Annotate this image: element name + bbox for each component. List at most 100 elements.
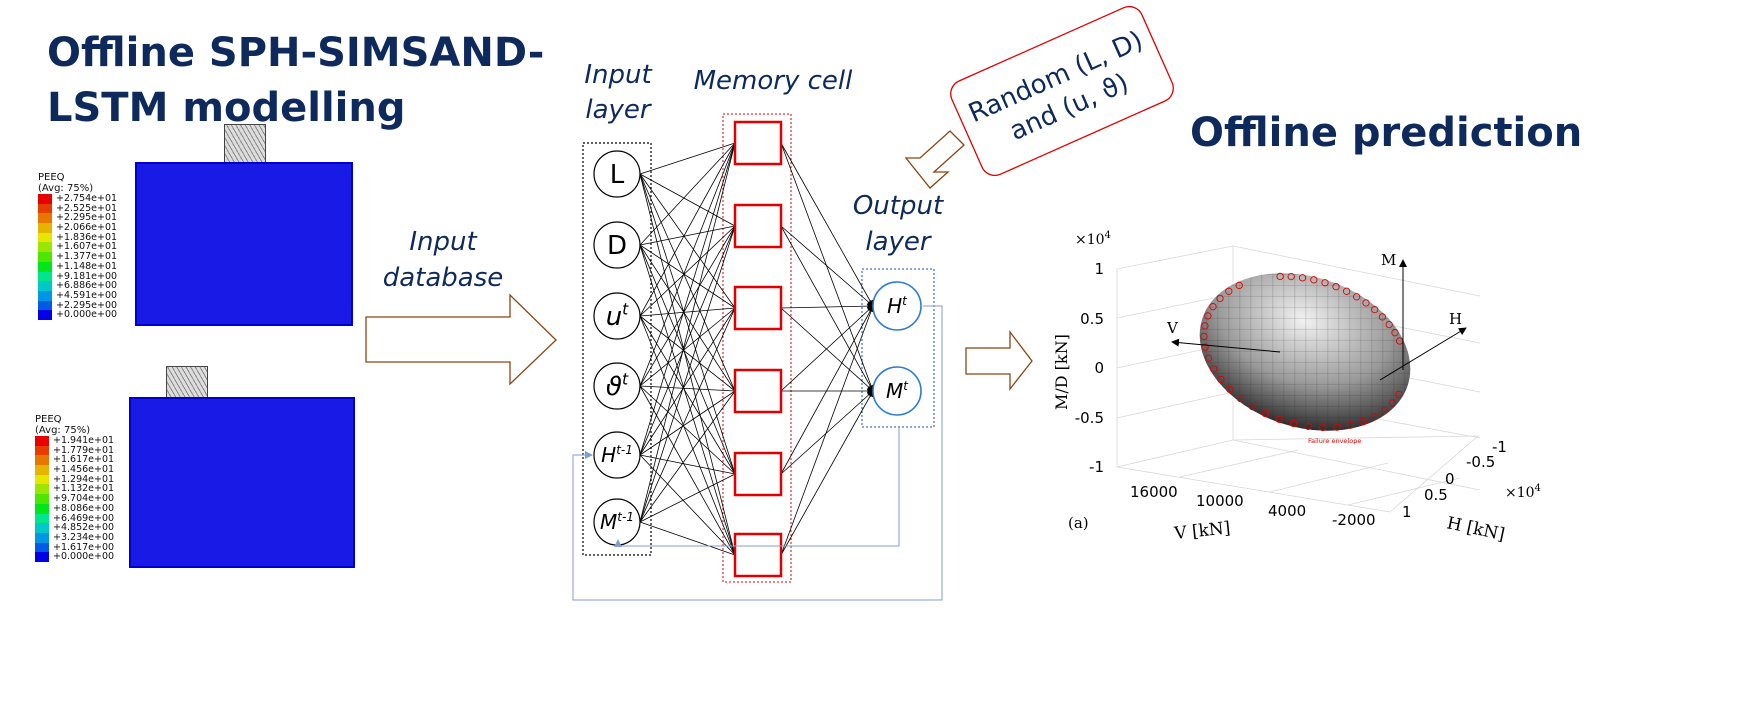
legend-lower-row: +1.779e+01 bbox=[35, 444, 115, 456]
envelope-marker bbox=[1248, 402, 1256, 411]
envelope-marker bbox=[1289, 419, 1298, 428]
h-axis-label: H [kN] bbox=[1445, 513, 1507, 545]
legend-upper-row: +2.295e+01 bbox=[38, 213, 117, 224]
legend-upper-row: +4.591e+00 bbox=[38, 291, 117, 301]
input-to-cell-line bbox=[639, 142, 736, 175]
envelope-marker bbox=[1236, 394, 1245, 403]
database-arrow bbox=[365, 293, 557, 386]
cell-to-output-line bbox=[780, 390, 874, 556]
input-to-cell-line bbox=[639, 225, 736, 317]
legend-upper-swatch bbox=[38, 252, 52, 262]
legend-lower-value: +1.132e+01 bbox=[53, 483, 115, 495]
left-title-line1: Offline SPH-SIMSAND- bbox=[47, 30, 545, 76]
legend-upper-row: +2.525e+01 bbox=[38, 203, 117, 214]
legend-lower-header2: (Avg: 75%) bbox=[35, 425, 91, 436]
envelope-marker bbox=[1371, 305, 1379, 314]
axis-v-label: V bbox=[1166, 319, 1179, 337]
node-label: Ht-1 bbox=[601, 443, 633, 467]
legend-lower-value: +6.469e+00 bbox=[53, 512, 115, 524]
envelope-marker bbox=[1204, 354, 1213, 362]
legend-lower-row: +4.852e+00 bbox=[35, 523, 114, 533]
legend-lower-swatch bbox=[35, 455, 49, 466]
cell-to-output-line bbox=[780, 302, 874, 310]
cell-to-output-line bbox=[780, 142, 874, 307]
input-to-cell-line bbox=[639, 244, 736, 392]
cell-to-output-line bbox=[780, 307, 874, 392]
legend-lower-swatch bbox=[35, 465, 49, 475]
legend-upper-swatch bbox=[38, 300, 52, 311]
input-database-line1: Input bbox=[409, 227, 477, 257]
legend-upper-swatch bbox=[38, 310, 52, 320]
output-node bbox=[872, 281, 922, 331]
envelope-marker bbox=[1332, 283, 1340, 291]
input-to-cell-line bbox=[639, 142, 736, 317]
input-to-cell-line bbox=[639, 521, 736, 556]
envelope-marker bbox=[1200, 332, 1208, 341]
envelope-marker bbox=[1362, 299, 1370, 307]
axis-h-label: H bbox=[1449, 310, 1462, 328]
input-node bbox=[593, 150, 641, 198]
legend-upper-row: +2.066e+01 bbox=[38, 223, 117, 233]
legend-lower-row: +9.704e+00 bbox=[35, 494, 114, 504]
input-to-cell-line bbox=[639, 225, 736, 456]
input-to-cell-line bbox=[639, 307, 736, 387]
axis-m-label: M bbox=[1381, 251, 1396, 269]
z-tick-label: 0 bbox=[1094, 359, 1104, 377]
envelope-marker bbox=[1310, 276, 1318, 284]
legend-lower-value: +1.617e+01 bbox=[53, 454, 115, 466]
input-to-cell-line bbox=[639, 307, 736, 523]
memory-cell bbox=[733, 285, 783, 331]
legend-lower-value: +1.779e+01 bbox=[53, 444, 115, 456]
envelope-marker bbox=[1388, 399, 1397, 407]
legend-upper-value: +1.607e+01 bbox=[56, 241, 118, 253]
input-to-cell-line bbox=[639, 315, 736, 556]
legend-upper-swatch bbox=[38, 290, 52, 301]
legend-lower-row: +1.941e+01 bbox=[35, 436, 114, 446]
legend-lower-row: +1.456e+01 bbox=[35, 465, 114, 475]
feedback-lines bbox=[572, 305, 943, 601]
legend-lower-swatch bbox=[35, 494, 49, 504]
random-arrow bbox=[904, 130, 965, 189]
legend-upper-row: +2.295e+00 bbox=[38, 299, 118, 311]
envelope-marker bbox=[1225, 287, 1233, 295]
legend-upper-row: +6.886e+00 bbox=[38, 281, 117, 291]
legend-upper-value: +2.295e+00 bbox=[56, 299, 118, 311]
h-tick-label: 0.5 bbox=[1424, 486, 1448, 504]
envelope-marker bbox=[1359, 418, 1367, 426]
legend-upper-row: +1.607e+01 bbox=[38, 241, 118, 253]
panel-label: (a) bbox=[1068, 514, 1089, 532]
soil-block-upper bbox=[135, 162, 353, 326]
input-to-cell-line bbox=[639, 142, 736, 456]
legend-upper-value: +4.591e+00 bbox=[56, 289, 118, 301]
legend-lower-header1: PEEQ bbox=[35, 414, 62, 425]
memory-cell bbox=[733, 368, 783, 414]
legend-upper-swatch bbox=[38, 271, 52, 282]
input-to-cell-line bbox=[639, 173, 736, 227]
cell-to-output-line bbox=[780, 225, 874, 392]
envelope-marker bbox=[1370, 413, 1379, 421]
input-to-cell-line bbox=[639, 173, 736, 475]
legend-upper-value: +6.886e+00 bbox=[56, 280, 118, 292]
legend-lower-row: +3.234e+00 bbox=[35, 533, 114, 543]
random-box: Random (L, D) and (u, ϑ) bbox=[950, 5, 1174, 177]
legend-lower-row: +1.132e+01 bbox=[35, 483, 115, 495]
cell-to-output-line bbox=[780, 305, 874, 475]
cell-to-output-line bbox=[780, 142, 875, 392]
failure-envelope-mesh bbox=[1199, 273, 1411, 431]
envelope-marker bbox=[1235, 281, 1243, 290]
input-to-cell-line bbox=[639, 385, 736, 475]
envelope-marker bbox=[1395, 390, 1403, 399]
output-layer-box bbox=[861, 268, 935, 428]
z-tick-label: -0.5 bbox=[1075, 409, 1104, 427]
input-to-cell-line bbox=[639, 225, 736, 523]
contour-legend-upper: PEEQ (Avg: 75%) +2.754e+01+2.525e+01+2.2… bbox=[38, 172, 117, 320]
legend-upper-value: +1.377e+01 bbox=[56, 251, 118, 263]
legend-upper-header1: PEEQ bbox=[38, 172, 65, 183]
input-to-cell-line bbox=[639, 473, 736, 523]
input-node bbox=[593, 431, 641, 479]
legend-lower-value: +8.086e+00 bbox=[53, 502, 115, 514]
z-multiplier: ×104 bbox=[1075, 230, 1111, 248]
z-axis-label: M/D [kN] bbox=[1052, 334, 1071, 410]
legend-lower-swatch bbox=[35, 513, 49, 524]
legend-lower-value: +1.294e+01 bbox=[53, 473, 115, 485]
